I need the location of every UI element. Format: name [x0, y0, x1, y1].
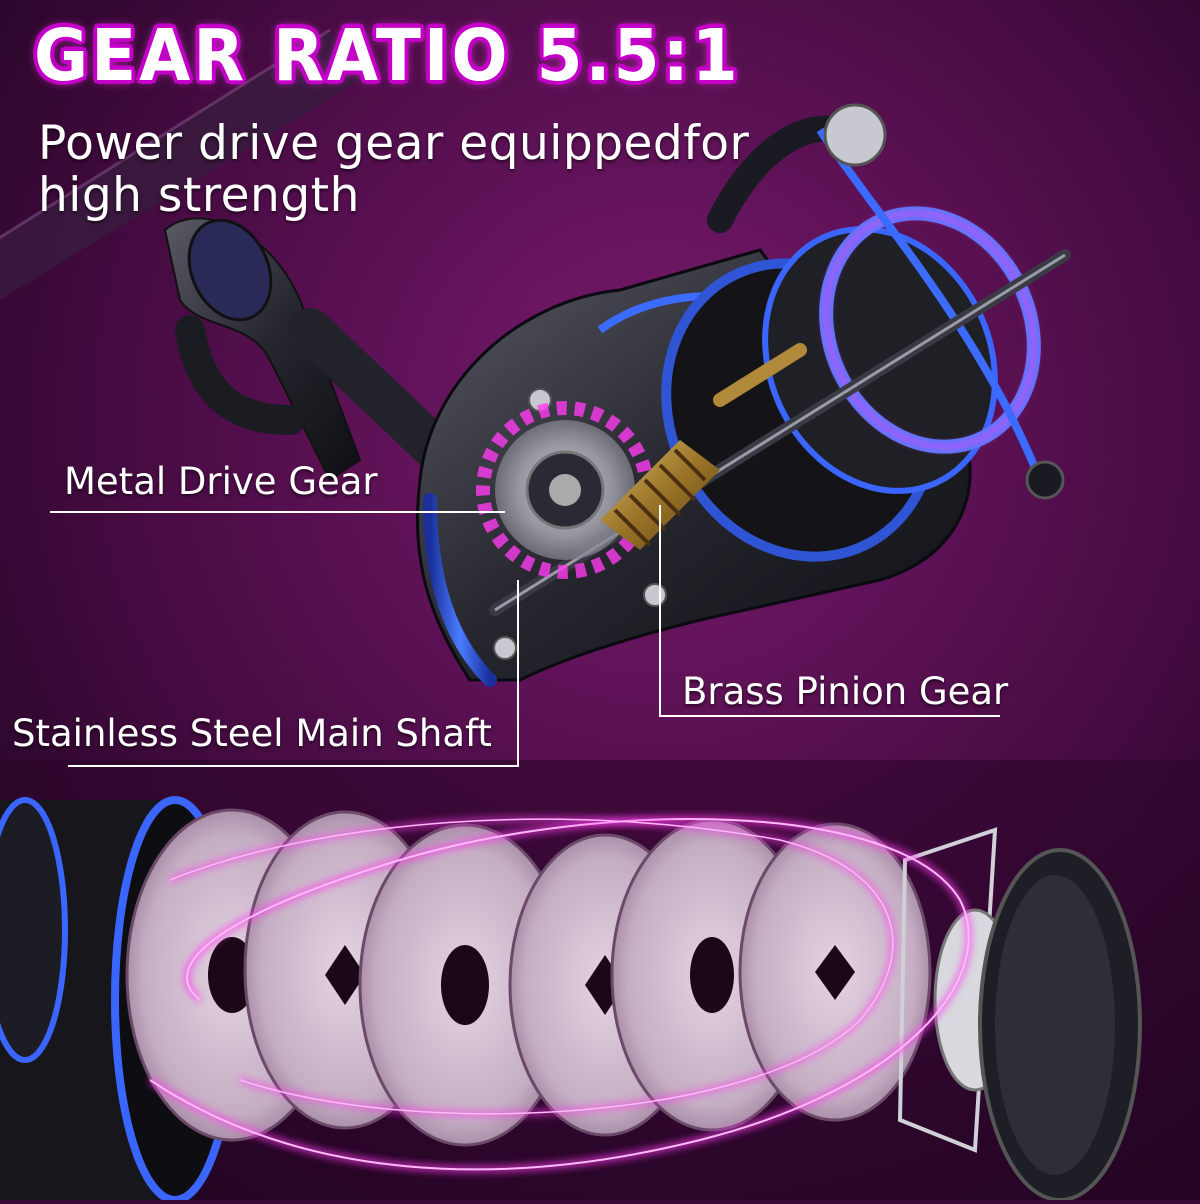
drag-knob — [933, 848, 1142, 1202]
pinion-gear — [600, 343, 807, 550]
exploded-spool — [0, 796, 1142, 1204]
headline-gear-ratio: GEAR RATIO 5.5:1 — [34, 14, 741, 98]
callout-lines — [50, 505, 1000, 767]
washer-keyed — [738, 822, 932, 1122]
callout-line-main-shaft — [68, 580, 519, 767]
label-brass-pinion-gear: Brass Pinion Gear — [682, 670, 1009, 713]
label-main-shaft: Stainless Steel Main Shaft — [12, 712, 492, 755]
washer — [358, 823, 572, 1147]
fishing-rod — [0, 28, 360, 300]
label-metal-drive-gear: Metal Drive Gear — [64, 460, 378, 503]
callout-line-pinion-gear — [659, 505, 1000, 717]
subtitle: Power drive gear equippedfor high streng… — [38, 116, 750, 223]
reel-body — [416, 103, 1071, 687]
